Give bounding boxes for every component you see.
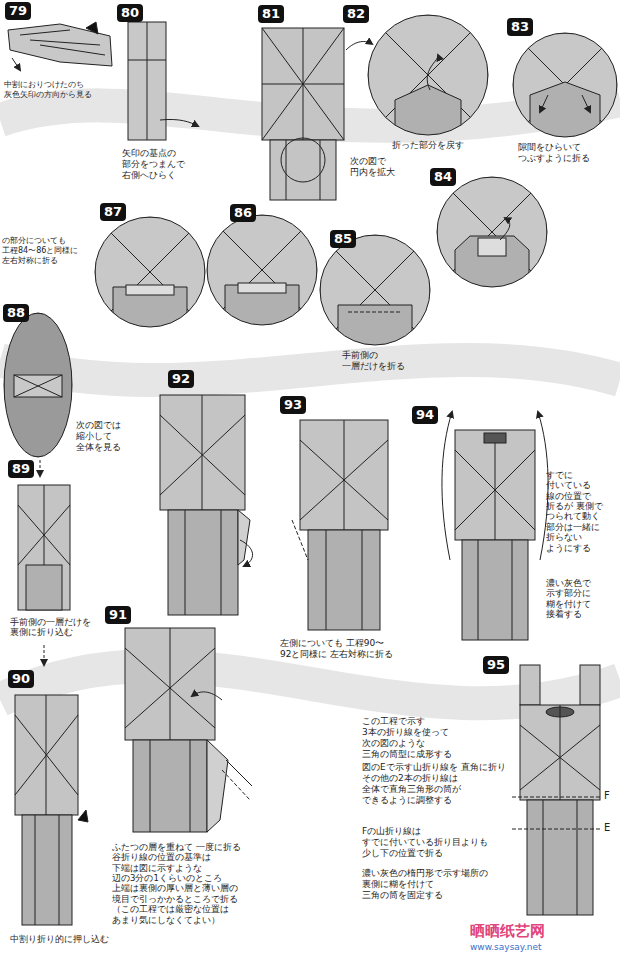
watermark-url: www.saysay.net bbox=[470, 942, 570, 953]
step-number: 86 bbox=[230, 204, 256, 222]
step-label: 89 bbox=[12, 461, 30, 476]
step-label: 88 bbox=[7, 305, 25, 320]
step-number: 91 bbox=[105, 606, 131, 624]
step-label: 87 bbox=[104, 204, 122, 219]
step-label: 85 bbox=[334, 231, 352, 246]
instruction-note: 次の図では 縮小して 全体を見る bbox=[76, 420, 140, 453]
instruction-note: 濃い灰色で 示す部分に 糊を付けて 接着する bbox=[546, 578, 616, 619]
step-number: 88 bbox=[3, 304, 29, 322]
step-number: 92 bbox=[168, 370, 194, 388]
step-number: 94 bbox=[412, 406, 438, 424]
step-label: 90 bbox=[12, 671, 30, 686]
instruction-note: 図のEで示す山折り線を 直角に折り その他の2本の折り線は 全体で直角三角形の筒… bbox=[362, 762, 512, 806]
step-number: 83 bbox=[507, 18, 533, 36]
fold-line-letter: F bbox=[604, 790, 616, 802]
step-label: 81 bbox=[262, 6, 280, 21]
step-number: 95 bbox=[483, 656, 509, 674]
instruction-note: この工程で示す 3本の折り線を使って 次の図のような 三角の筒型に成形する bbox=[362, 716, 512, 760]
instruction-note: 次の図で 円内を拡大 bbox=[350, 156, 414, 178]
instruction-note: 手前側の 一層だけを折る bbox=[342, 350, 432, 372]
instruction-note: ふたつの層を重ねて 一度に折る 谷折り線の位置の基準は 下端は図に示すような 辺… bbox=[112, 842, 262, 925]
step-number: 81 bbox=[258, 5, 284, 23]
step-label: 82 bbox=[347, 6, 365, 21]
step-label: 91 bbox=[109, 607, 127, 622]
step-number: 85 bbox=[330, 230, 356, 248]
watermark: 晒晒纸艺网 bbox=[470, 922, 570, 940]
instruction-note: 隙間をひらいて つぶすように折る bbox=[518, 142, 616, 164]
instruction-note: 左側についても 工程90〜92と同様に 左右対称に折る bbox=[280, 638, 398, 660]
instruction-note: 折った部分を戻す bbox=[392, 140, 482, 151]
step-label: 84 bbox=[434, 169, 452, 184]
step-number: 89 bbox=[8, 460, 34, 478]
step-number: 90 bbox=[8, 670, 34, 688]
step-number: 80 bbox=[117, 4, 143, 22]
step-label: 94 bbox=[416, 407, 434, 422]
instruction-note: すでに 付いている 線の位置で 折るが 裏側で つられて動く 部分は一緒に 折ら… bbox=[546, 470, 616, 553]
step-90-figure bbox=[15, 695, 88, 925]
step-label: 86 bbox=[234, 205, 252, 220]
step-number: 84 bbox=[430, 168, 456, 186]
instruction-note: 矢印の基点の 部分をつまんで 右側へひらく bbox=[122, 148, 212, 181]
step-label: 83 bbox=[511, 19, 529, 34]
step-95-figure bbox=[512, 665, 600, 915]
step-number: 79 bbox=[5, 2, 31, 20]
step-number: 87 bbox=[100, 203, 126, 221]
step-94-figure bbox=[442, 412, 548, 640]
instruction-note: 手前側の一層だけを 裏側に折り込む bbox=[10, 617, 106, 638]
fold-line-letter: E bbox=[604, 822, 616, 834]
step-92-figure bbox=[160, 395, 253, 615]
step-label: 95 bbox=[487, 657, 505, 672]
step-number: 93 bbox=[280, 396, 306, 414]
step-label: 79 bbox=[9, 3, 27, 18]
instruction-note: の部分についても 工程84〜86と同様に 左右対称に折る bbox=[2, 236, 94, 265]
step-80-figure bbox=[128, 22, 198, 140]
step-93-figure bbox=[292, 420, 388, 630]
magnified-views bbox=[4, 15, 617, 476]
step-91-figure bbox=[125, 628, 252, 832]
background-swirl bbox=[0, 100, 620, 703]
step-label: 92 bbox=[172, 371, 190, 386]
step-label: 93 bbox=[284, 397, 302, 412]
step-79-figure bbox=[8, 22, 112, 70]
instruction-note: 濃い灰色の楕円形で示す場所の 裏側に糊を付けて 三角の筒を固定する bbox=[362, 868, 512, 901]
instruction-note: Fの山折り線は すでに付いている折り目よりも 少し下の位置で折る bbox=[362, 826, 512, 859]
instruction-note: 中割におりつけたのち 灰色矢印の方向から見る bbox=[4, 80, 116, 100]
step-89-figure bbox=[18, 485, 70, 665]
step-number: 82 bbox=[343, 5, 369, 23]
step-label: 80 bbox=[121, 5, 139, 20]
instruction-note: 中割り折り的に押し込む bbox=[10, 934, 160, 944]
